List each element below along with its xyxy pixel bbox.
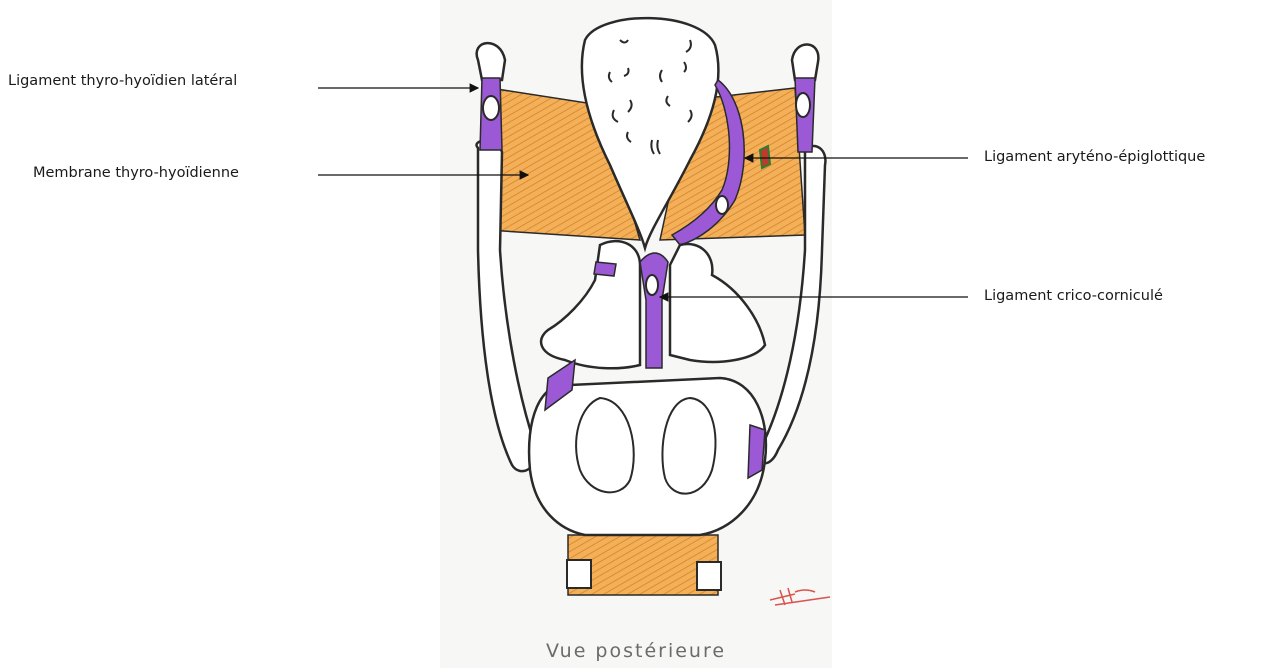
cricoid-cartilage	[529, 378, 766, 535]
cricothyroid-ligament-right	[748, 425, 765, 478]
figure-caption: Vue postérieure	[440, 640, 832, 662]
tracheal-ring-left	[567, 560, 591, 588]
arytenoid-left	[541, 241, 640, 368]
tracheal-ring-right	[697, 562, 721, 590]
arytenoid-right	[670, 244, 765, 362]
ligament-mark	[760, 146, 770, 168]
triticeous-cartilage-right	[796, 93, 810, 117]
label-aryepiglottic-ligament: Ligament aryténo-épiglottique	[984, 148, 1205, 166]
triticeous-cartilage-left	[483, 96, 499, 120]
label-thyrohyoid-membrane: Membrane thyro-hyoïdienne	[33, 164, 239, 182]
corniculate-cartilage	[646, 275, 658, 295]
cuneiform-cartilage	[716, 196, 728, 214]
label-cricocorniculate-ligament: Ligament crico-corniculé	[984, 287, 1163, 305]
label-lateral-thyrohyoid-ligament: Ligament thyro-hyoïdien latéral	[8, 72, 237, 90]
cricocorniculate-ligament	[640, 253, 668, 368]
artist-signature	[770, 588, 830, 605]
thyroid-superior-horn-left	[477, 43, 505, 80]
thyroid-superior-horn-right	[792, 44, 818, 80]
interarytenoid-mark	[594, 262, 616, 276]
